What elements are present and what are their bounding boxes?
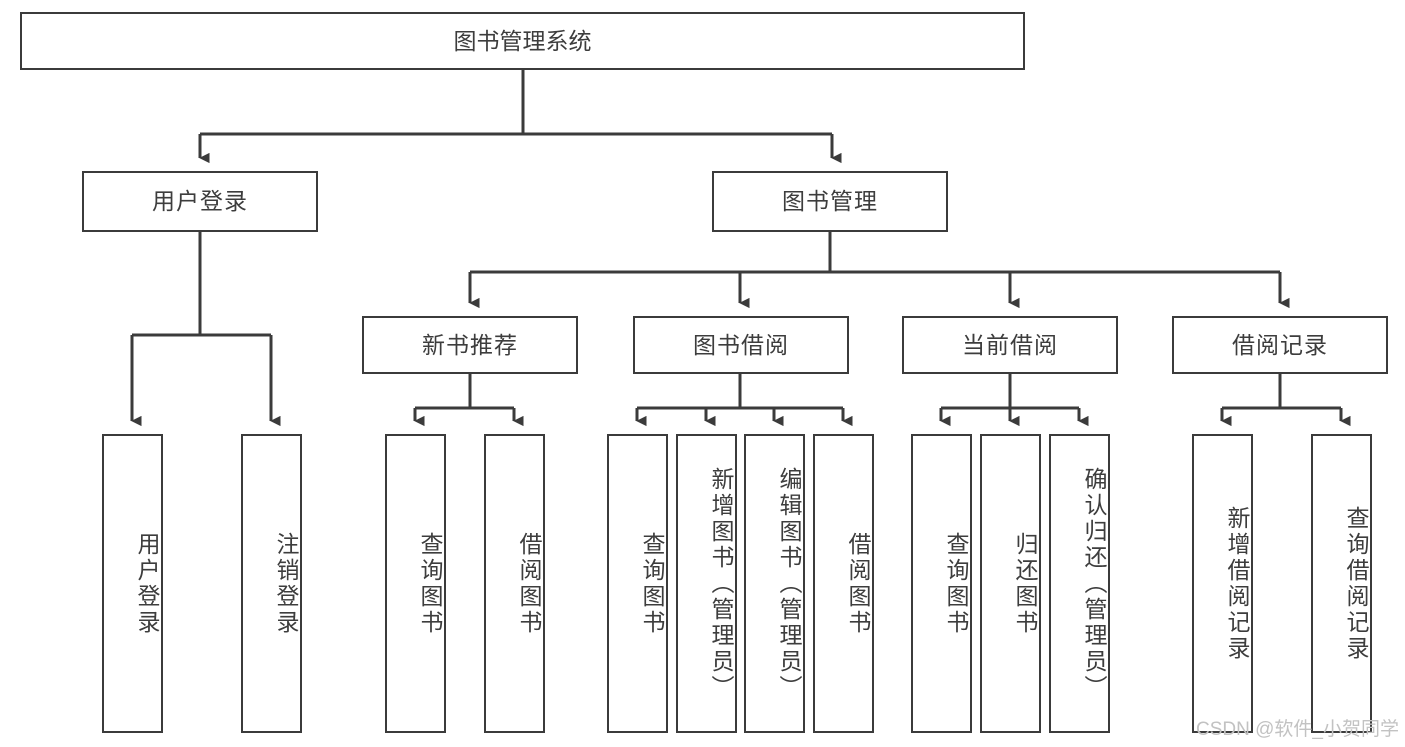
- leaf-record-add-record[interactable]: 新增借阅记录: [1192, 434, 1253, 733]
- node-label: 注销登录: [273, 531, 299, 636]
- node-label: 图书借阅: [693, 331, 789, 358]
- node-label: 用户登录: [152, 188, 248, 215]
- node-label: 当前借阅: [962, 331, 1058, 358]
- node-user-login[interactable]: 用户登录: [82, 171, 318, 232]
- leaf-record-query-record[interactable]: 查询借阅记录: [1311, 434, 1372, 733]
- leaf-user-login-logout[interactable]: 注销登录: [241, 434, 302, 733]
- node-root-system[interactable]: 图书管理系统: [20, 12, 1025, 70]
- node-current-borrow[interactable]: 当前借阅: [902, 316, 1118, 374]
- leaf-current-query-book[interactable]: 查询图书: [911, 434, 972, 733]
- node-label: 查询图书: [639, 531, 665, 636]
- node-label: 归还图书: [1012, 531, 1038, 636]
- node-book-borrow[interactable]: 图书借阅: [633, 316, 849, 374]
- node-label: 用户登录: [134, 531, 160, 636]
- node-label: 查询图书: [417, 531, 443, 636]
- node-book-management[interactable]: 图书管理: [712, 171, 948, 232]
- leaf-borrow-edit-book-admin[interactable]: 编辑图书（管理员）: [744, 434, 805, 733]
- leaf-borrow-add-book-admin[interactable]: 新增图书（管理员）: [676, 434, 737, 733]
- node-label: 借阅图书: [845, 531, 871, 636]
- node-new-book-recommend[interactable]: 新书推荐: [362, 316, 578, 374]
- leaf-borrow-borrow-book[interactable]: 借阅图书: [813, 434, 874, 733]
- leaf-current-confirm-return-admin[interactable]: 确认归还（管理员）: [1049, 434, 1110, 733]
- leaf-recommend-query-book[interactable]: 查询图书: [385, 434, 446, 733]
- node-label: 图书管理: [782, 188, 878, 215]
- csdn-watermark: CSDN @软件_小贺同学: [1196, 719, 1399, 740]
- node-borrow-record[interactable]: 借阅记录: [1172, 316, 1388, 374]
- node-label: 借阅图书: [516, 531, 542, 636]
- leaf-user-login-login[interactable]: 用户登录: [102, 434, 163, 733]
- node-label: 新书推荐: [422, 331, 518, 358]
- leaf-borrow-query-book[interactable]: 查询图书: [607, 434, 668, 733]
- leaf-recommend-borrow-book[interactable]: 借阅图书: [484, 434, 545, 733]
- node-label: 图书管理系统: [453, 27, 592, 54]
- node-label: 编辑图书（管理员）: [776, 466, 802, 701]
- leaf-current-return-book[interactable]: 归还图书: [980, 434, 1041, 733]
- node-label: 查询图书: [943, 531, 969, 636]
- node-label: 新增借阅记录: [1224, 505, 1250, 662]
- node-label: 查询借阅记录: [1343, 505, 1369, 662]
- node-label: 借阅记录: [1232, 331, 1328, 358]
- node-label: 确认归还（管理员）: [1081, 466, 1107, 701]
- node-label: 新增图书（管理员）: [708, 466, 734, 701]
